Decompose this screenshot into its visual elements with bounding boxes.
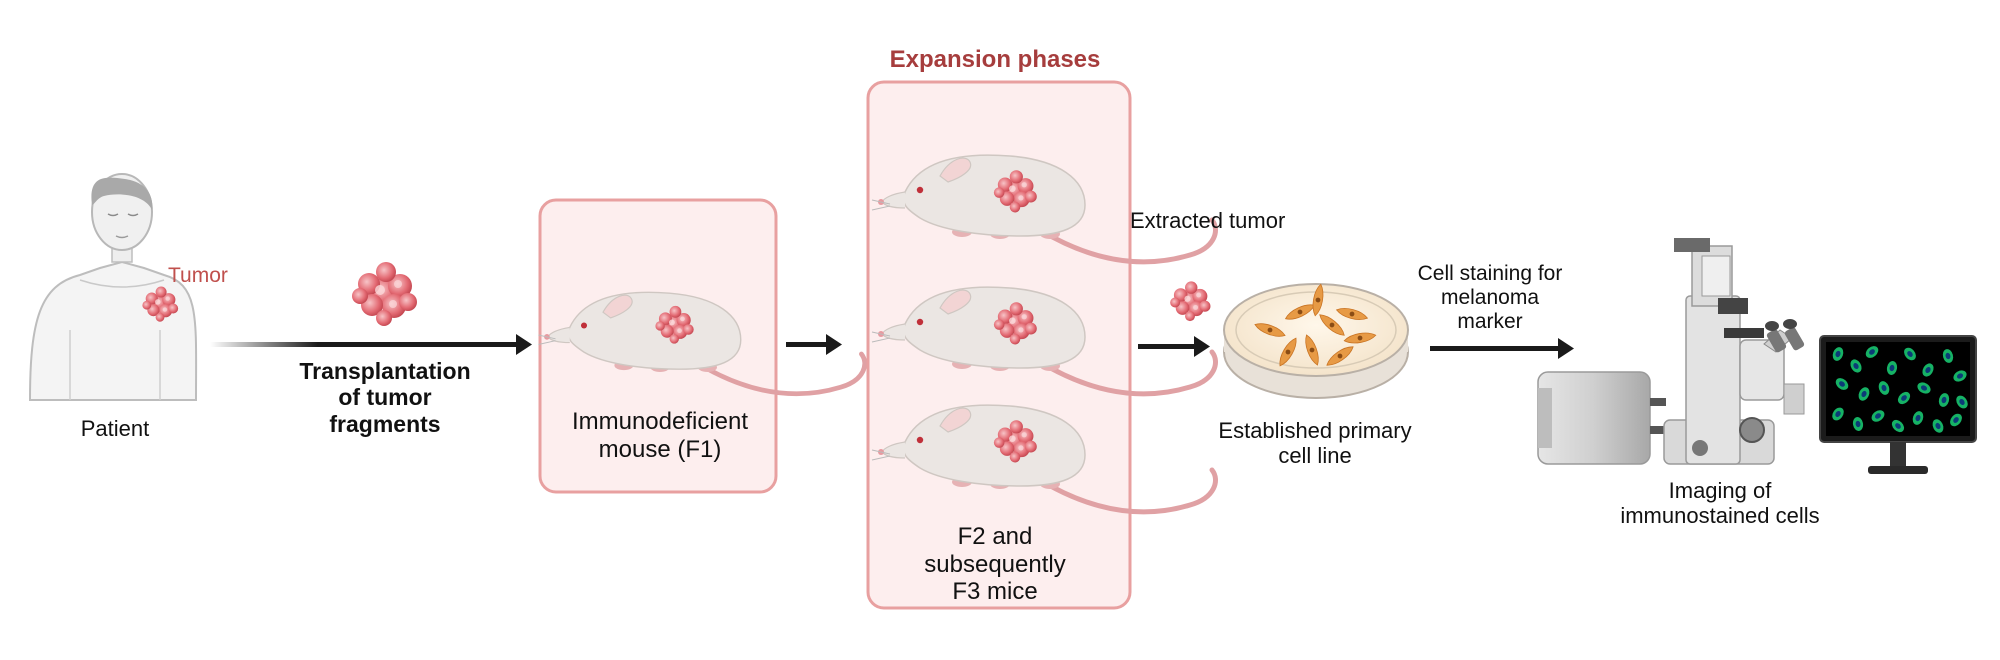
cell-staining-line-1: Cell staining for xyxy=(1417,262,1563,285)
imaging-line-2: immunostained cells xyxy=(1620,503,1820,529)
cell-staining-line-3: marker xyxy=(1457,310,1523,334)
established-line-label: Established primary cell line xyxy=(1195,418,1435,469)
transplantation-line-3: fragments xyxy=(329,410,441,437)
arrow-expansion-to-dish xyxy=(1138,336,1210,357)
monitor-icon xyxy=(1819,335,1977,474)
extracted-tumor-label: Extracted tumor xyxy=(1130,208,1286,233)
patient-icon xyxy=(28,173,198,401)
arrow-f1-to-expansion xyxy=(786,334,842,355)
imaging-label: Imaging of immunostained cells xyxy=(1590,478,1850,529)
tumor-label: Tumor xyxy=(168,264,228,287)
mouse-f1-line-1: Immunodeficient xyxy=(571,408,749,435)
transplantation-line-2: of tumor xyxy=(338,384,432,411)
f2-f3-label: F2 and subsequently F3 mice xyxy=(895,523,1095,606)
imaging-line-1: Imaging of xyxy=(1668,478,1772,503)
transplantation-label: Transplantation of tumor fragments xyxy=(270,358,500,437)
f2-f3-line-2: subsequently xyxy=(924,550,1066,578)
tumor-fragment-icon xyxy=(352,262,417,326)
microscope-icon xyxy=(1537,238,1805,465)
extracted-tumor-icon xyxy=(1170,281,1211,322)
transplant-arrow xyxy=(210,334,532,355)
transplantation-line-1: Transplantation xyxy=(299,358,471,384)
petri-dish-icon xyxy=(1223,282,1409,399)
f2-f3-line-1: F2 and xyxy=(957,523,1033,550)
mouse-f1-label: Immunodeficient mouse (F1) xyxy=(545,408,775,463)
arrow-dish-to-microscope xyxy=(1430,338,1574,359)
established-line-1: Established primary xyxy=(1218,418,1412,443)
patient-label: Patient xyxy=(80,416,150,441)
mouse-f1-line-2: mouse (F1) xyxy=(598,435,722,463)
established-line-2: cell line xyxy=(1278,443,1352,469)
cell-staining-line-2: melanoma xyxy=(1440,286,1540,310)
cell-staining-label: Cell staining for melanoma marker xyxy=(1400,262,1580,334)
expansion-phases-title: Expansion phases xyxy=(889,46,1101,73)
f2-f3-line-3: F3 mice xyxy=(952,578,1038,606)
